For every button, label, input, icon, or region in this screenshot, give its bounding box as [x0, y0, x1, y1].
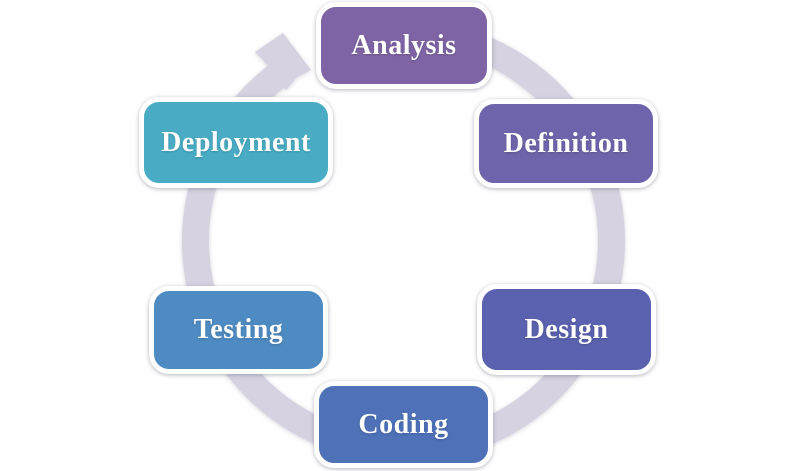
step-deployment: Deployment	[139, 97, 333, 188]
step-testing-label: Testing	[193, 314, 284, 345]
step-coding-label: Coding	[358, 408, 449, 440]
step-coding: Coding	[314, 381, 493, 468]
step-deployment-label: Deployment	[161, 126, 311, 158]
step-design: Design	[477, 284, 656, 375]
step-testing: Testing	[149, 286, 328, 374]
cycle-ring	[181, 19, 625, 463]
step-definition: Definition	[474, 99, 658, 188]
step-analysis: Analysis	[316, 2, 492, 89]
cycle-arrowhead-icon	[255, 33, 311, 90]
step-design-label: Design	[524, 313, 609, 345]
step-definition-label: Definition	[503, 127, 629, 159]
step-analysis-label: Analysis	[351, 29, 457, 61]
